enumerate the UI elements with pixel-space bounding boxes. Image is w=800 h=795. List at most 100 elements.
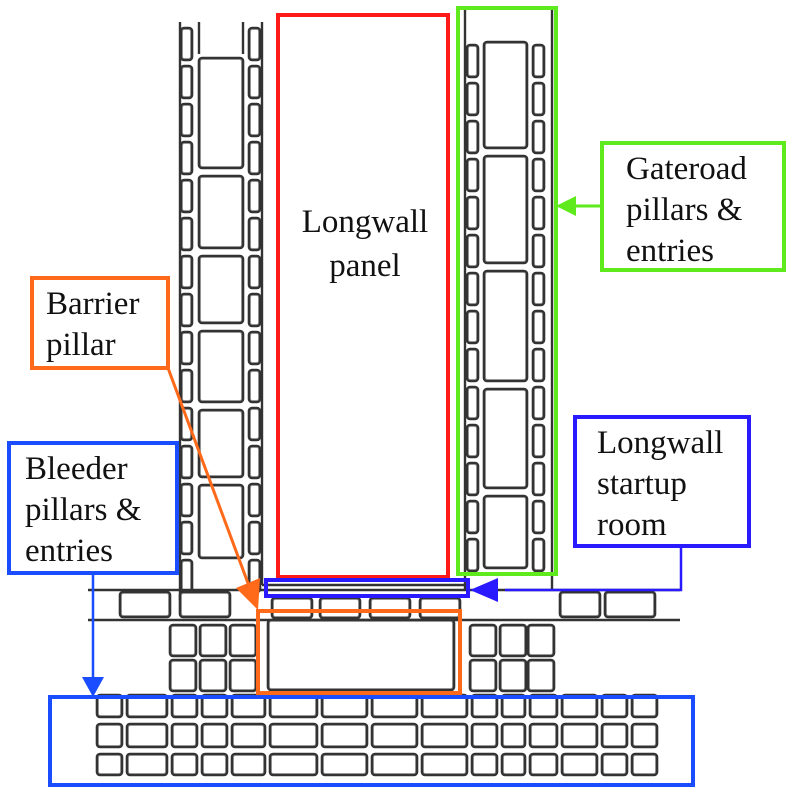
- mine-entries: [88, 10, 680, 777]
- gateroad-outline: [456, 6, 558, 576]
- startup-room-label-line: room: [597, 507, 667, 543]
- pillar-inner-edge: [98, 755, 121, 774]
- pillar-inner-edge: [182, 257, 191, 287]
- pillar-inner-edge: [323, 725, 366, 746]
- pillar-inner-edge: [534, 122, 543, 152]
- pillar: [531, 499, 546, 535]
- pillar-inner-edge: [534, 464, 543, 494]
- pillar-inner-edge: [250, 67, 259, 97]
- pillar-inner-edge: [182, 105, 191, 135]
- startup-room-pointer-line: [505, 548, 683, 592]
- pillar-inner-edge: [250, 485, 259, 515]
- pillar-inner-edge: [182, 333, 191, 363]
- pillar: [266, 618, 456, 692]
- pillar-inner-edge: [233, 755, 264, 774]
- pillar-inner-edge: [250, 181, 259, 211]
- pillar-inner-edge: [373, 725, 416, 746]
- pillar: [247, 520, 262, 556]
- pillar-inner-edge: [606, 593, 654, 616]
- pillar: [178, 590, 232, 619]
- pillar: [603, 590, 657, 619]
- pillar: [465, 537, 480, 573]
- pillar: [247, 368, 262, 404]
- pillar: [247, 216, 262, 252]
- pillar-inner-edge: [534, 236, 543, 266]
- pillar: [247, 26, 262, 62]
- pillar: [465, 347, 480, 383]
- pillar-inner-edge: [182, 295, 191, 325]
- pillar: [197, 408, 245, 479]
- pillar: [168, 623, 198, 658]
- pillar-inner-edge: [529, 626, 553, 655]
- pillar: [531, 195, 546, 231]
- pillar: [420, 752, 469, 777]
- pillar: [247, 330, 262, 366]
- pillar-inner-edge: [250, 333, 259, 363]
- pillar-inner-edge: [485, 497, 526, 567]
- pillar: [197, 483, 245, 560]
- pillar-inner-edge: [271, 755, 316, 774]
- pillar: [247, 64, 262, 100]
- pillar-inner-edge: [233, 725, 264, 746]
- pillar: [465, 499, 480, 535]
- pillar-inner-edge: [200, 486, 242, 557]
- pillar: [470, 752, 499, 777]
- pillar-inner-edge: [468, 160, 477, 190]
- pillar: [197, 174, 245, 250]
- pillar-inner-edge: [421, 599, 459, 617]
- pillar: [197, 56, 245, 170]
- gateroad-label-line: pillars &: [626, 192, 743, 228]
- pillar: [318, 596, 362, 620]
- pillar-inner-edge: [468, 464, 477, 494]
- barrier-pillar-arrowhead-icon: [236, 578, 260, 610]
- pillar: [600, 752, 629, 777]
- pillar-inner-edge: [250, 143, 259, 173]
- pillar-inner-edge: [250, 257, 259, 287]
- pillar-inner-edge: [128, 725, 166, 746]
- entry-line: [178, 22, 264, 600]
- pillar-inner-edge: [323, 755, 366, 774]
- pillar: [531, 233, 546, 269]
- pillar-inner-edge: [534, 502, 543, 532]
- pillar: [95, 722, 124, 749]
- pillar-inner-edge: [485, 390, 526, 487]
- pillar-inner-edge: [468, 350, 477, 380]
- pillar-inner-edge: [534, 426, 543, 456]
- gateroad-callout: Gateroad pillars & entries: [600, 141, 786, 272]
- pillar-inner-edge: [468, 236, 477, 266]
- startup-room-label-line: startup: [597, 466, 687, 502]
- pillar: [470, 722, 499, 749]
- pillar: [560, 722, 599, 749]
- pillar-inner-edge: [171, 626, 195, 655]
- pillar: [528, 722, 559, 749]
- pillar: [630, 722, 659, 749]
- pillar-inner-edge: [503, 725, 524, 746]
- gateroad-label-line: entries: [626, 233, 714, 269]
- pillar-inner-edge: [182, 485, 191, 515]
- pillar: [247, 482, 262, 518]
- pillar-inner-edge: [200, 332, 242, 401]
- pillar-inner-edge: [182, 447, 191, 477]
- pillar-inner-edge: [603, 725, 626, 746]
- pillar-inner-edge: [468, 198, 477, 228]
- pillar-inner-edge: [182, 143, 191, 173]
- pillar: [170, 752, 199, 777]
- pillar: [198, 623, 228, 658]
- bleeder-arrowhead-icon: [82, 677, 104, 697]
- pillar: [500, 752, 527, 777]
- pillar: [531, 43, 546, 79]
- highlight-overlays: [48, 6, 695, 787]
- pillar: [468, 658, 498, 693]
- entry-line: [197, 22, 245, 54]
- pillar: [125, 752, 169, 777]
- pillar: [370, 752, 419, 777]
- longwall-panel-label-line: panel: [329, 248, 401, 284]
- pillar: [118, 590, 172, 619]
- pillar-inner-edge: [182, 181, 191, 211]
- longwall-panel-outline: [276, 13, 450, 579]
- pillar: [558, 590, 602, 619]
- startup-room-callout: Longwall startup room: [573, 415, 751, 548]
- pillar-inner-edge: [534, 46, 543, 76]
- pillar-inner-edge: [271, 725, 316, 746]
